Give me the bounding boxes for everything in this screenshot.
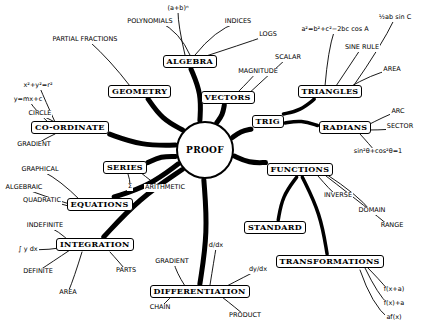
topic-note: CIRCLE	[28, 110, 53, 117]
topic-note: x²+y²=r²	[22, 82, 53, 89]
branch-topic: DIFFERENTIATION	[150, 285, 250, 298]
topic-note: ALGEBRAIC	[5, 184, 44, 191]
branch-connector	[200, 180, 206, 284]
branch-connector	[148, 156, 176, 162]
topic-text: FUNCTIONS	[271, 165, 330, 174]
topic-text: CO-ORDINATE	[35, 123, 105, 132]
topic-note: GRADIENT	[16, 141, 52, 148]
twig	[326, 176, 388, 225]
twig	[178, 12, 185, 55]
branch-topic: SERIES	[103, 161, 147, 174]
topic-note: ∫ y dx	[17, 246, 38, 253]
topic-note: GRAPHICAL	[20, 166, 59, 173]
twig	[160, 22, 190, 55]
branch-topic: TRIANGLES	[298, 85, 363, 98]
twig	[40, 250, 70, 270]
branch-connector	[278, 177, 296, 220]
branch-connector	[148, 99, 182, 130]
branch-topic: FUNCTIONS	[267, 163, 334, 176]
twig	[90, 42, 130, 86]
topic-note: INVERSE	[323, 192, 353, 199]
topic-text: TRIANGLES	[302, 87, 359, 96]
topic-note: af(x)	[385, 314, 402, 321]
topic-note: RANGE	[380, 222, 405, 229]
twig	[360, 270, 388, 318]
topic-note: d/dx	[208, 242, 224, 249]
topic-note: AREA	[58, 289, 78, 296]
topic-text: TRIG	[256, 117, 280, 126]
topic-note: QUADRATIC	[22, 197, 62, 204]
twig-lines	[26, 12, 398, 318]
twig	[325, 32, 334, 86]
topic-note: sin²θ+cos²θ=1	[353, 148, 403, 155]
topic-text: VECTORS	[205, 93, 251, 102]
twig	[110, 252, 124, 268]
branch-topic: INTEGRATION	[56, 238, 134, 251]
branch-topic: GEOMETRY	[108, 85, 171, 98]
branch-connector	[283, 99, 314, 114]
topic-note: y=mx+c	[13, 96, 44, 103]
branch-topic: RADIANS	[319, 121, 372, 134]
branch-connector	[232, 129, 251, 137]
twig	[210, 248, 216, 285]
topic-text: RADIANS	[323, 123, 368, 132]
hub-text: PROOF	[186, 145, 224, 155]
branch-connector	[110, 134, 176, 145]
branch-connector	[191, 69, 200, 120]
branch-connector	[285, 121, 318, 125]
topic-note: GRADIENT	[154, 258, 190, 265]
branch-topic: VECTORS	[201, 91, 255, 104]
twig	[195, 23, 236, 55]
topic-text: ALGEBRA	[167, 57, 213, 66]
topic-note: dy/dx	[248, 266, 268, 273]
topic-note: DEFINITE	[22, 268, 54, 275]
topic-note: INDEFINITE	[26, 222, 64, 229]
topic-note: Σ	[127, 183, 133, 190]
topic-note: PARTIAL FRACTIONS	[52, 36, 119, 43]
topic-note: ½ab sin C	[378, 14, 412, 21]
twig	[174, 263, 185, 286]
topic-note: POLYNOMIALS	[126, 18, 173, 25]
branch-topic: TRIG	[252, 115, 284, 128]
topic-note: INDICES	[224, 18, 252, 25]
branch-topic: TRANSFORMATIONS	[276, 255, 384, 268]
branch-topic: CO-ORDINATE	[31, 121, 109, 134]
topic-text: INTEGRATION	[60, 240, 130, 249]
twig	[336, 50, 360, 86]
branch-topic: EQUATIONS	[67, 198, 133, 211]
topic-note: SCALAR	[274, 54, 302, 61]
topic-note: a²=b²+c²−2bc cos A	[300, 26, 369, 33]
topic-note: SECTOR	[386, 123, 414, 130]
branch-connector	[302, 177, 327, 254]
topic-note: f(x)+a	[383, 300, 406, 307]
topic-note: AREA	[382, 66, 402, 73]
central-hub: PROOF	[176, 121, 234, 179]
topic-note: (a+b)ⁿ	[166, 5, 189, 12]
topic-text: STANDARD	[248, 223, 302, 232]
topic-note: MAGNITUDE	[237, 68, 279, 75]
twig	[69, 252, 82, 290]
topic-note: PARTS	[115, 267, 137, 274]
topic-text: GEOMETRY	[112, 87, 167, 96]
branch-topic: ALGEBRA	[163, 55, 217, 68]
topic-note: CHAIN	[149, 304, 172, 311]
topic-text: SERIES	[107, 163, 143, 172]
topic-note: PRODUCT	[228, 312, 262, 319]
branch-connector	[217, 105, 224, 122]
topic-text: TRANSFORMATIONS	[280, 257, 380, 266]
topic-note: DOMAIN	[358, 207, 387, 214]
branch-topic: STANDARD	[244, 221, 306, 234]
twig	[44, 172, 80, 200]
topic-text: DIFFERENTIATION	[154, 287, 246, 296]
branch-connector	[234, 156, 265, 163]
topic-text: EQUATIONS	[71, 200, 129, 209]
topic-note: f(x+a)	[383, 286, 406, 293]
topic-note: LOGS	[258, 31, 278, 38]
topic-note: ARC	[390, 108, 405, 115]
topic-note: SINE RULE	[344, 44, 380, 51]
topic-note: ARITHMETIC	[144, 184, 186, 191]
